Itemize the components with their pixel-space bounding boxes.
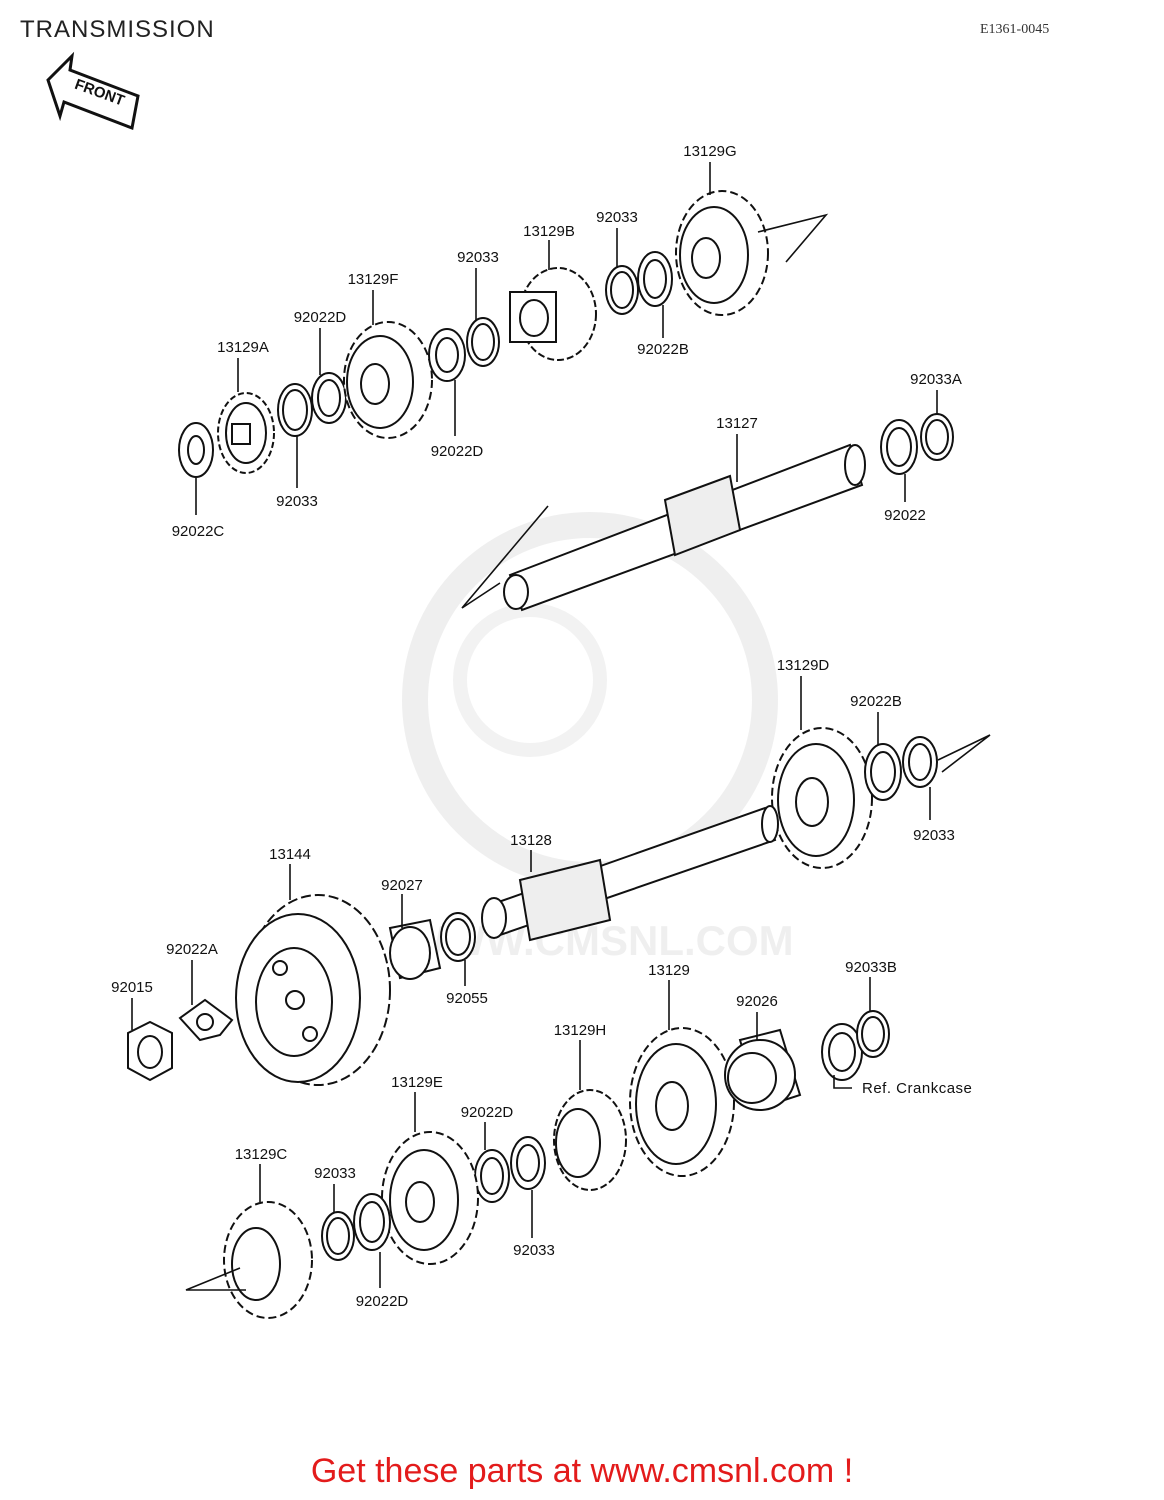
label-92022C: 92022C (172, 523, 225, 540)
gear-13129E[interactable] (381, 1131, 479, 1265)
label-92033-a: 92033 (596, 209, 638, 226)
exploded-parts-diagram: WWW.CMSNL.COM FRONT (46, 51, 991, 1319)
label-13129H: 13129H (554, 1022, 607, 1039)
label-92022B-a: 92022B (637, 341, 689, 358)
gear-13129A[interactable] (217, 392, 275, 474)
washer-92022[interactable] (880, 419, 918, 475)
label-13129: 13129 (648, 962, 690, 979)
oring-92055[interactable] (440, 912, 476, 962)
label-92026: 92026 (736, 993, 778, 1010)
bearing-92026[interactable] (724, 1028, 802, 1111)
label-92015: 92015 (111, 979, 153, 996)
circlip-92033-e[interactable] (321, 1211, 355, 1261)
leader-lines (131, 162, 938, 1288)
gear-13129B[interactable] (509, 267, 597, 361)
label-92022D-b: 92022D (431, 443, 484, 460)
label-13129F: 13129F (348, 271, 399, 288)
front-arrow-icon: FRONT (46, 51, 140, 131)
part-labels: 13129G 92033 13129B 92033 13129F 92022D … (111, 143, 972, 1310)
lockwasher-92022A[interactable] (178, 998, 234, 1042)
label-92033-c: 92033 (276, 493, 318, 510)
label-92055: 92055 (446, 990, 488, 1007)
circlip-92033-f[interactable] (510, 1136, 546, 1190)
washer-92022C[interactable] (178, 422, 214, 478)
washer-92022B-a[interactable] (637, 251, 673, 307)
washer-92022D-b[interactable] (428, 328, 466, 382)
label-13129A: 13129A (217, 339, 269, 356)
label-92033A: 92033A (910, 371, 962, 388)
shaft-13128[interactable] (481, 805, 779, 942)
label-92033-f: 92033 (513, 1242, 555, 1259)
label-13129E: 13129E (391, 1074, 443, 1091)
diagram-code: E1361-0045 (980, 22, 1050, 37)
circlip-92033-b[interactable] (466, 317, 500, 367)
circlip-92033A[interactable] (920, 413, 954, 461)
label-13129B: 13129B (523, 223, 575, 240)
label-92022D-c: 92022D (461, 1104, 514, 1121)
label-92027: 92027 (381, 877, 423, 894)
washer-92022B-b[interactable] (864, 743, 902, 801)
label-92022D-d: 92022D (356, 1293, 409, 1310)
label-92033B: 92033B (845, 959, 897, 976)
label-92022B-b: 92022B (850, 693, 902, 710)
label-92022: 92022 (884, 507, 926, 524)
label-92033-b: 92033 (457, 249, 499, 266)
label-92033-d: 92033 (913, 827, 955, 844)
label-92022A: 92022A (166, 941, 218, 958)
sprocket-13144[interactable] (235, 894, 391, 1086)
gear-13129D[interactable] (771, 727, 873, 869)
label-ref-crankcase: Ref. Crankcase (862, 1080, 972, 1097)
label-13129C: 13129C (235, 1146, 288, 1163)
label-13129D: 13129D (777, 657, 830, 674)
collar-92027[interactable] (388, 918, 442, 980)
footer-promo-text: Get these parts at www.cmsnl.com ! (310, 1452, 854, 1490)
page-title: TRANSMISSION (20, 16, 215, 43)
shaft-13127[interactable] (503, 443, 866, 612)
gear-13129G[interactable] (675, 190, 769, 316)
washer-92022D-d[interactable] (353, 1193, 391, 1251)
gear-13129F[interactable] (343, 321, 433, 439)
circlip-92033-d[interactable] (902, 736, 938, 788)
gear-13129H[interactable] (553, 1089, 627, 1191)
gear-13129C[interactable] (223, 1201, 313, 1319)
washer-92022D-a[interactable] (311, 372, 347, 424)
label-13144: 13144 (269, 846, 311, 863)
washer-92022D-c[interactable] (474, 1149, 510, 1203)
label-13129G: 13129G (683, 143, 736, 160)
label-92022D-a: 92022D (294, 309, 347, 326)
needle-bearing-ref[interactable] (821, 1023, 863, 1081)
circlip-92033B[interactable] (856, 1010, 890, 1058)
circlip-92033-a[interactable] (605, 265, 639, 315)
gear-13129[interactable] (629, 1027, 735, 1177)
label-13128: 13128 (510, 832, 552, 849)
label-13127: 13127 (716, 415, 758, 432)
label-92033-e: 92033 (314, 1165, 356, 1182)
nut-92015[interactable] (127, 1020, 173, 1082)
circlip-92033-c[interactable] (277, 383, 313, 437)
